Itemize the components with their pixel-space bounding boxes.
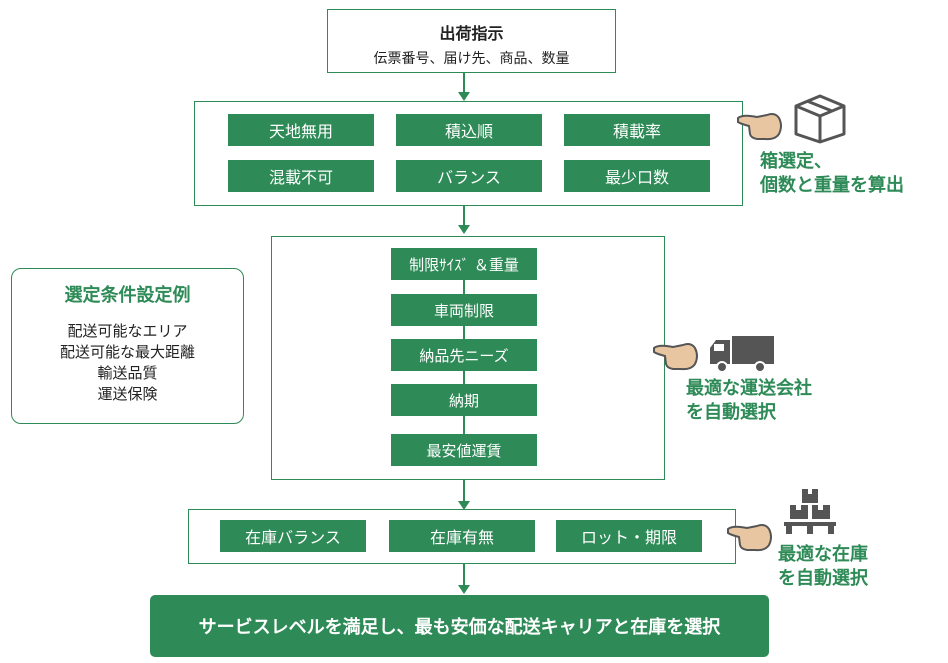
final-result-banner: サービスレベルを満足し、最も安価な配送キャリアと在庫を選択 [150,595,769,657]
condition-loading-order: 積込順 [396,114,542,146]
truck-icon [710,336,774,373]
pointing-hand-icon-3 [727,524,772,552]
conditions-example-panel: 選定条件設定例 配送可能なエリア 配送可能な最大距離 輸送品質 運送保険 [11,268,244,424]
step-destination-needs: 納品先ニーズ [391,339,537,371]
box-result-line2: 個数と重量を算出 [760,175,904,196]
carrier-result-line2: を自動選択 [686,402,776,423]
box-result-label: 箱選定、 個数と重量を算出 [760,150,904,198]
carrier-result-line1: 最適な運送会社 [686,378,812,399]
condition-min-parcels: 最少口数 [564,160,710,192]
step-vehicle-limit: 車両制限 [391,294,537,326]
condition-balance: バランス [396,160,542,192]
step-delivery-date: 納期 [391,384,537,416]
condition-no-mixing: 混載不可 [228,160,374,192]
box-result-line1: 箱選定、 [760,151,832,172]
arrow-4 [458,564,470,594]
arrow-2 [458,206,470,234]
shipping-title: 出荷指示 [439,24,504,43]
final-result-text: サービスレベルを満足し、最も安価な配送キャリアと在庫を選択 [198,617,721,638]
shipping-instruction-box: 出荷指示 伝票番号、届け先、商品、数量 [327,9,616,73]
arrow-3 [458,480,470,510]
condition-item: 配送可能な最大距離 [59,343,195,361]
pointing-hand-icon [737,113,782,141]
condition-item: 運送保険 [97,385,158,403]
stock-result-line1: 最適な在庫 [778,544,868,565]
carrier-result-label: 最適な運送会社 を自動選択 [686,377,812,425]
step-cheapest-fare: 最安値運賃 [391,434,537,466]
pointing-hand-icon-2 [653,343,698,371]
pallet-icon [784,489,836,534]
condition-item: 輸送品質 [97,364,158,382]
condition-loading-rate: 積載率 [564,114,710,146]
arrow-1 [458,73,470,101]
stock-result-label: 最適な在庫 を自動選択 [778,543,868,591]
step-size-weight-limit: 制限ｻｲｽﾞ ＆重量 [391,248,537,280]
box-icon [794,94,846,144]
condition-item: 配送可能なエリア [67,322,188,340]
stock-result-line2: を自動選択 [778,568,868,589]
lot-expiry: ロット・期限 [556,520,702,552]
stock-balance: 在庫バランス [220,520,366,552]
condition-tenchi-muyo: 天地無用 [228,114,374,146]
stock-availability: 在庫有無 [389,520,535,552]
conditions-example-title: 選定条件設定例 [64,285,191,306]
shipping-subtitle: 伝票番号、届け先、商品、数量 [373,51,570,67]
